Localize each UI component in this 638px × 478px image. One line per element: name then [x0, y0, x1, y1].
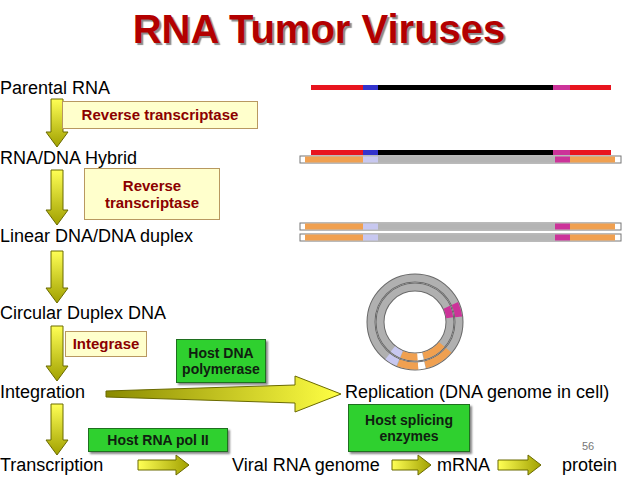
step-label: Replication (DNA genome in cell) [345, 382, 609, 402]
flow-arrow [498, 455, 541, 475]
step-label: mRNA [437, 455, 490, 475]
host-enzyme-box: Host DNA polymerase [176, 339, 266, 383]
slide-number: 56 [582, 440, 594, 452]
enzyme-name: Host DNA polymerase [180, 345, 262, 377]
enzyme-name: Integrase [73, 335, 140, 352]
circular-dna [353, 260, 477, 384]
viral-enzyme-box: Integrase [65, 331, 147, 357]
slide-title: RNA Tumor Viruses [0, 6, 638, 52]
flow-arrow [46, 251, 68, 303]
enzyme-name: Host RNA pol II [107, 432, 208, 448]
step-label: Circular Duplex DNA [0, 303, 166, 323]
rna-strand [311, 150, 611, 155]
flow-arrow [46, 170, 68, 225]
step-label: Transcription [0, 455, 103, 475]
step-label: Parental RNA [0, 78, 110, 98]
step-label: Integration [0, 382, 85, 402]
enzyme-name: Host splicing enzymes [352, 412, 466, 444]
step-label: Linear DNA/DNA duplex [0, 226, 193, 246]
dna-strand [300, 234, 621, 241]
step-label: RNA/DNA Hybrid [0, 148, 137, 168]
host-enzyme-box: Host RNA pol II [88, 428, 228, 452]
flow-arrow [138, 455, 189, 475]
enzyme-name: Reverse transcriptase [88, 177, 216, 212]
viral-enzyme-box: Reverse transcriptase [62, 101, 258, 129]
flow-arrow [392, 455, 431, 475]
step-label: protein [562, 455, 617, 475]
step-label: Viral RNA genome [232, 455, 380, 475]
enzyme-name: Reverse transcriptase [82, 106, 239, 123]
dna-strand [300, 156, 621, 163]
rna-strand [311, 85, 611, 90]
host-enzyme-box: Host splicing enzymes [348, 404, 470, 452]
dna-strand [300, 223, 621, 230]
flow-arrow [46, 404, 68, 455]
viral-enzyme-box: Reverse transcriptase [84, 168, 220, 220]
